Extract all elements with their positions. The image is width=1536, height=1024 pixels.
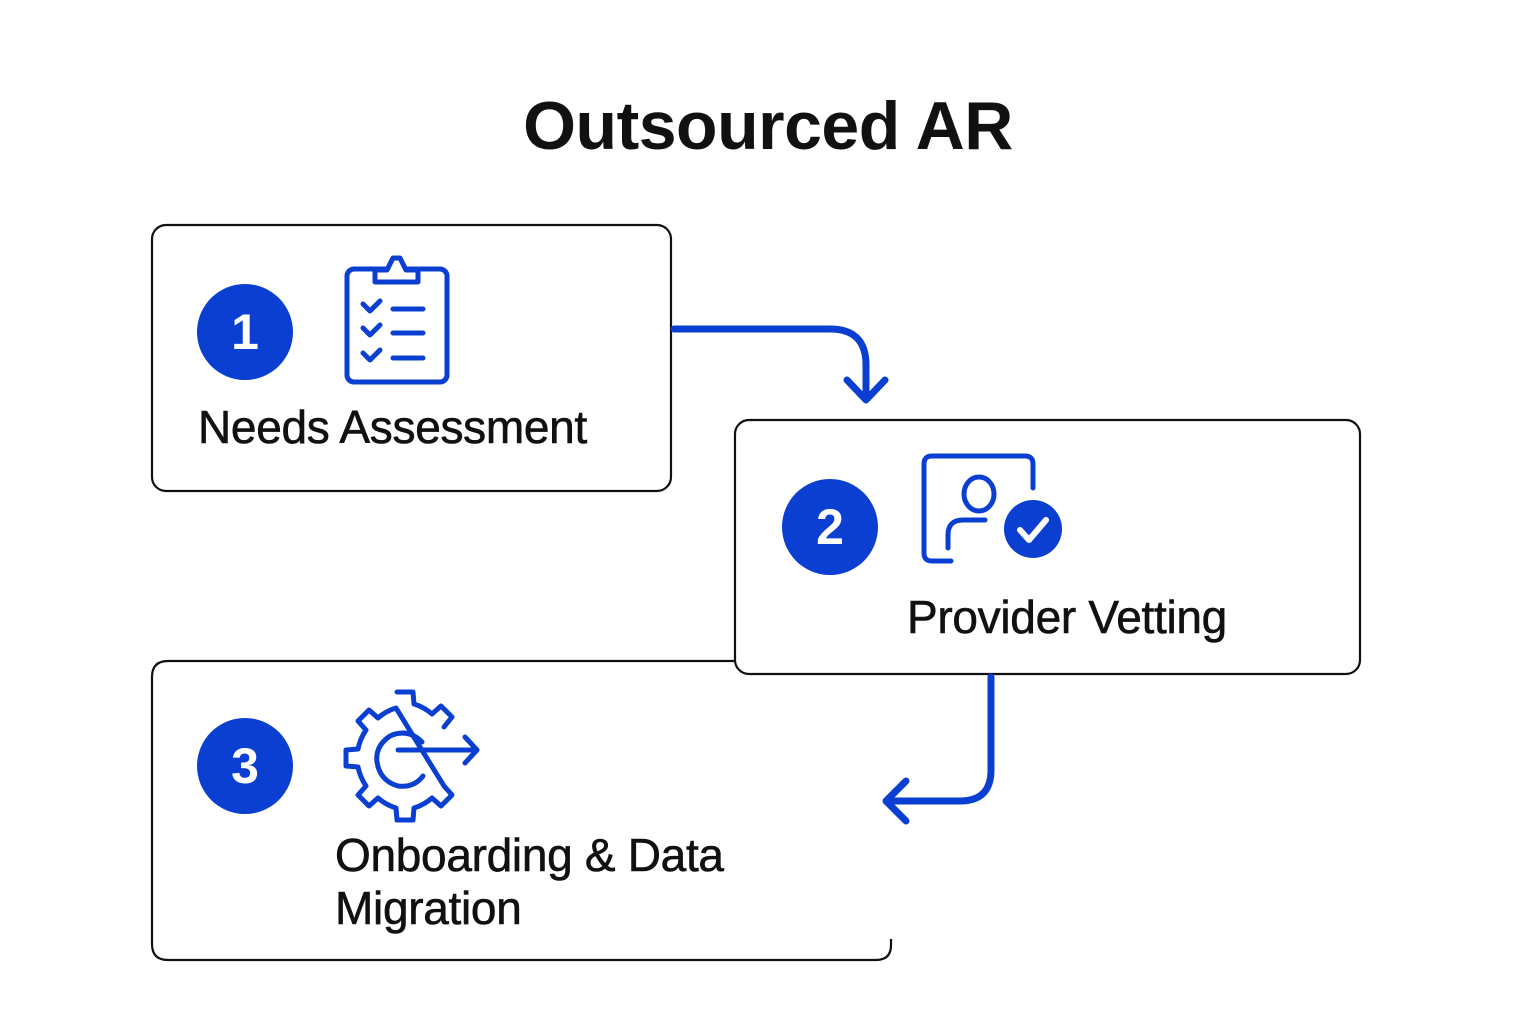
clipboard-checklist-icon bbox=[344, 255, 450, 385]
gear-arrow-icon bbox=[343, 689, 480, 823]
step-1-badge bbox=[197, 284, 293, 380]
step-2-badge bbox=[782, 479, 878, 575]
connector-2-to-3 bbox=[882, 673, 995, 825]
step-2-label: Provider Vetting bbox=[907, 591, 1228, 644]
step-3-label-line2: Migration bbox=[335, 882, 522, 935]
step-3-box bbox=[150, 659, 893, 962]
user-verified-icon bbox=[921, 453, 1062, 564]
step-3-label-line1: Onboarding & Data bbox=[335, 829, 725, 882]
step-3-number: 3 bbox=[231, 738, 259, 794]
diagram-title: Outsourced AR bbox=[523, 88, 1013, 164]
arrow-left-icon bbox=[882, 777, 910, 825]
step-1-label: Needs Assessment bbox=[198, 401, 588, 454]
step-2-number: 2 bbox=[816, 499, 844, 555]
arrow-down-icon bbox=[843, 376, 889, 404]
connector-1-to-2 bbox=[670, 325, 889, 404]
step-3-badge bbox=[197, 718, 293, 814]
step-1-number: 1 bbox=[231, 304, 259, 360]
